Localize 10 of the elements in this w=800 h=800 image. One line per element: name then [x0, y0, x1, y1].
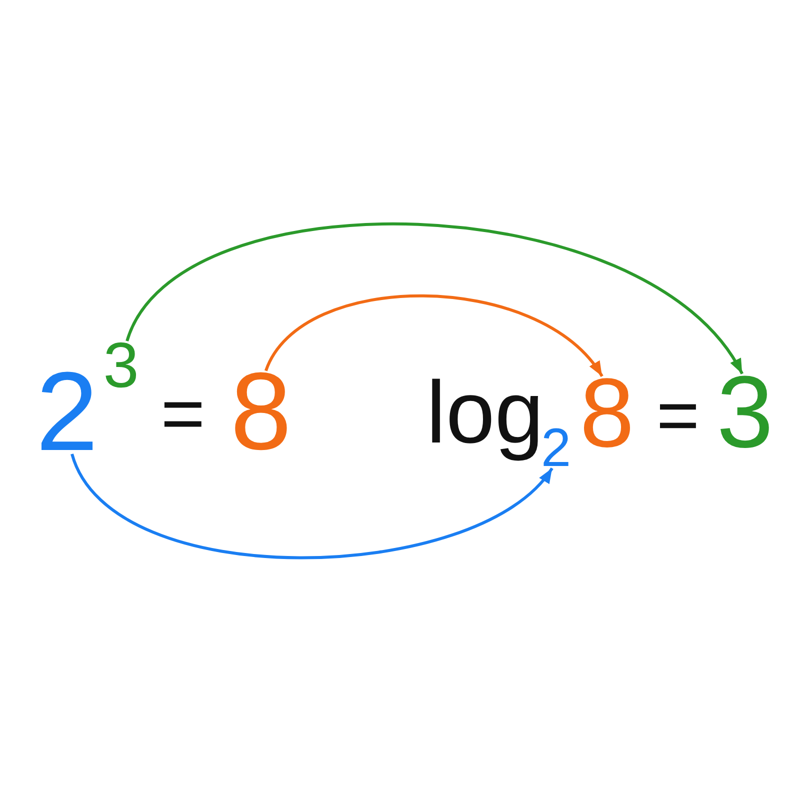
log-argument-digit: 8	[580, 376, 634, 450]
equals-sign: =	[656, 402, 700, 430]
curved-arrow	[264, 294, 604, 378]
base-digit: 2	[36, 370, 98, 454]
curved-arrow	[126, 222, 744, 375]
log-result-digit: 3	[716, 374, 774, 450]
power-result-digit: 8	[230, 370, 292, 454]
exponent-digit: 3	[103, 341, 139, 389]
equals-sign: =	[160, 400, 206, 428]
curved-arrow	[70, 453, 554, 560]
